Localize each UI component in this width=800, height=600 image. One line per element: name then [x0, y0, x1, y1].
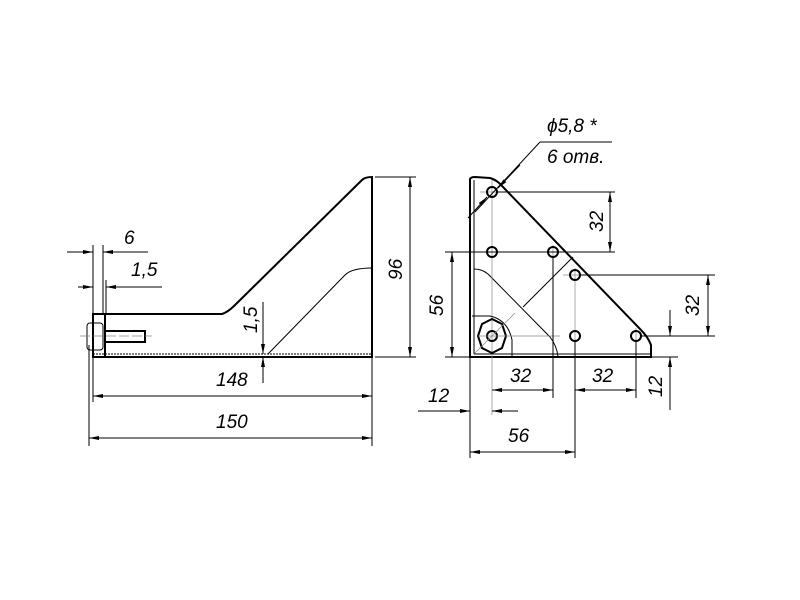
dimension-32-horizontal-left: 32 [492, 258, 554, 398]
dimension-12-vertical: 12 [646, 310, 678, 410]
dimension-1-5-horizontal: 1,5 [78, 260, 162, 314]
dimension-96: 96 [375, 176, 416, 358]
dimension-32-vertical-top: 32 [445, 191, 615, 253]
svg-text:1,5: 1,5 [241, 306, 262, 333]
gusset-cross-line [522, 256, 574, 308]
dimension-150: 150 [88, 345, 372, 446]
dimension-1-5-vertical: 1,5 [241, 302, 265, 383]
bolt-nut [472, 312, 560, 357]
svg-text:ϕ5,8 *: ϕ5,8 * [547, 116, 597, 137]
svg-text:6: 6 [124, 228, 135, 249]
svg-text:150: 150 [216, 412, 248, 433]
svg-text:1,5: 1,5 [131, 260, 158, 281]
bracket-outline [93, 175, 373, 358]
side-view: 6 1,5 1,5 96 148 [67, 175, 416, 446]
svg-text:12: 12 [646, 375, 667, 397]
dimension-6: 6 [67, 228, 148, 314]
dimension-148: 148 [92, 357, 373, 446]
svg-text:96: 96 [386, 258, 407, 280]
dimension-32-vertical-right: 32 [580, 274, 715, 337]
gusset-inner-line [473, 268, 559, 358]
svg-text:56: 56 [427, 294, 448, 316]
svg-text:32: 32 [510, 366, 532, 387]
svg-text:56: 56 [508, 426, 530, 447]
hole [486, 186, 498, 198]
front-view: ϕ5,8 * 6 отв. 32 56 32 [418, 116, 715, 458]
bracket-inner-rib [267, 267, 373, 355]
svg-text:32: 32 [683, 294, 704, 316]
bolt [80, 313, 152, 358]
hole-callout: ϕ5,8 * 6 отв. [467, 116, 612, 219]
svg-text:32: 32 [587, 210, 608, 232]
dimension-56-vertical: 56 [427, 252, 470, 358]
svg-text:148: 148 [216, 370, 248, 391]
svg-text:12: 12 [428, 386, 450, 407]
dimension-56-horizontal: 56 [470, 426, 575, 454]
dimension-12-horizontal: 12 [418, 357, 518, 458]
gusset-outline [469, 175, 652, 358]
svg-text:32: 32 [592, 366, 614, 387]
svg-text:6 отв.: 6 отв. [547, 147, 604, 168]
dimension-32-horizontal-right: 32 [574, 341, 637, 458]
